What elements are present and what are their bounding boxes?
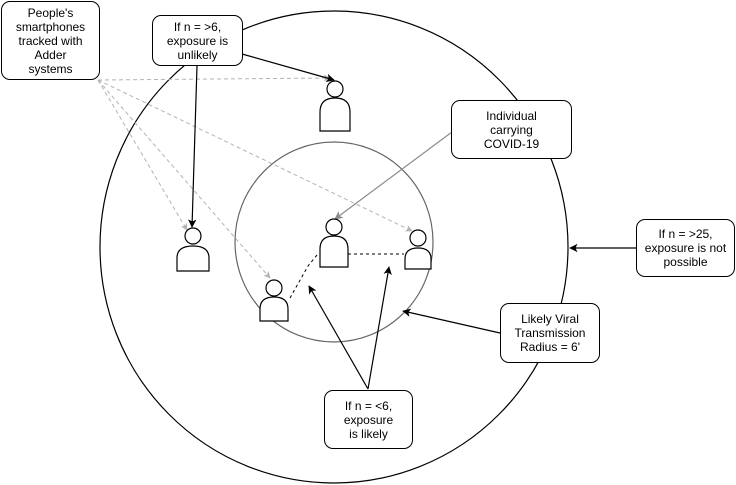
person-icon	[319, 218, 349, 268]
arrow-unlikely-to-person	[241, 53, 335, 82]
person-icon	[176, 227, 210, 272]
covid-carrier-label: Individual carrying COVID-19	[451, 100, 572, 159]
tracked-phones-label: People's smartphones tracked with Adder …	[1, 1, 100, 80]
inner-transmission-circle	[234, 141, 434, 343]
person-icon	[319, 80, 351, 132]
outer-exposure-circle	[99, 10, 569, 484]
arrow-likely-to-person	[367, 266, 392, 390]
tracking-line	[97, 79, 413, 232]
exposure-unlikely-label: If n = >6, exposure is unlikely	[152, 15, 243, 66]
tracking-lines	[97, 74, 413, 279]
arrow-carrier-indicator	[334, 131, 453, 220]
tracking-line	[97, 74, 331, 82]
exposure-likely-label: If n = <6, exposure is likely	[324, 390, 413, 449]
arrow-radius-to-inner-circle	[402, 308, 501, 334]
contact-lines	[289, 253, 404, 299]
person-icon	[259, 279, 289, 322]
arrow-unlikely-to-person	[188, 65, 198, 228]
exposure-not-possible-label: If n = >25, exposure is not possible	[636, 219, 735, 277]
arrow-likely-to-person	[308, 285, 369, 390]
person-icon	[404, 229, 432, 270]
contact-line-carrier-to-person	[289, 254, 318, 299]
transmission-radius-label: Likely Viral Transmission Radius = 6'	[500, 303, 600, 363]
tracking-line	[97, 79, 188, 231]
arrows	[188, 53, 636, 390]
tracking-line	[97, 79, 271, 279]
